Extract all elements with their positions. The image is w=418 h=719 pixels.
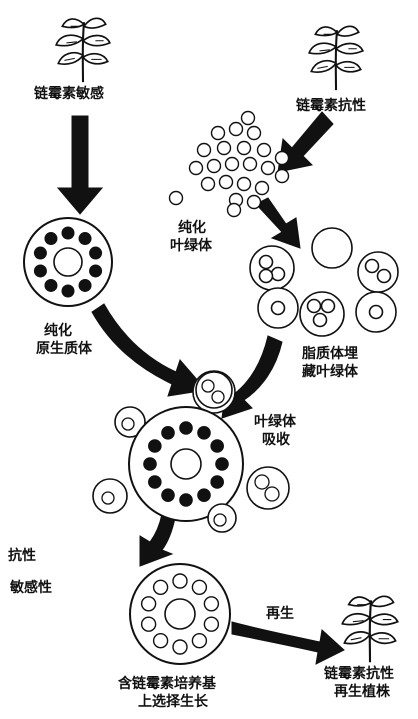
sensitive-chloroplast-icon (148, 439, 162, 453)
sensitive-chloroplast-icon (161, 488, 175, 502)
chloroplast-icon (242, 156, 258, 172)
chloroplast-icon (258, 268, 274, 284)
fusion-protoplast-icon (92, 371, 290, 533)
resistant-chloroplast-icon (203, 616, 220, 632)
chloroplast-icon (270, 266, 286, 282)
chloroplast-icon (224, 156, 240, 172)
label-selection-2: 上选择生长 (138, 694, 208, 710)
chloroplast-icon (210, 125, 226, 141)
label-purified-chloroplast-2: 叶绿体 (170, 238, 212, 254)
resistant-chloroplast-icon (172, 573, 188, 589)
resistant-chloroplast-icon (191, 579, 208, 596)
chloroplast-icon (240, 110, 256, 126)
resistant-chloroplast-icon (140, 616, 157, 632)
chloroplast-icon (216, 140, 232, 156)
label-result-1: 链霉素抗性 (324, 666, 394, 682)
chloroplast-icon (218, 174, 234, 190)
chloroplast-icon (236, 176, 252, 192)
chloroplast-icon (364, 258, 380, 274)
chloroplast-icon (200, 176, 216, 192)
chloroplast-icon (368, 304, 384, 320)
label-absorb-1: 叶绿体 (254, 414, 296, 430)
resistant-chloroplast-icon (140, 596, 157, 612)
regenerated-plant-icon (341, 595, 399, 664)
chloroplast-icon (270, 300, 286, 316)
resistant-chloroplast-icon (152, 579, 169, 596)
chloroplast-icon (274, 168, 290, 184)
legend-resistant: 抗性 (8, 548, 36, 564)
sensitive-chloroplast-icon (33, 246, 47, 260)
sensitive-chloroplast-icon (61, 226, 75, 240)
sensitive-chloroplast-icon (78, 232, 92, 246)
sensitive-chloroplast-icon (89, 246, 103, 260)
chloroplast-icon (168, 190, 184, 206)
label-result-2: 再生植株 (334, 684, 390, 700)
label-regenerate: 再生 (266, 606, 294, 622)
chloroplast-icon (226, 202, 242, 218)
chloroplast-icon (246, 125, 262, 141)
chloroplast-icon (256, 142, 272, 158)
chloroplast-icon (258, 254, 274, 270)
resistant-chloroplast-icon (203, 596, 220, 612)
arrow-fusion-to-selection-icon (139, 513, 176, 567)
chloroplast-icon (206, 158, 222, 174)
sensitive-chloroplast-icon (179, 421, 193, 435)
liposome-icon (249, 245, 295, 291)
chloroplast-icon (254, 180, 270, 196)
sensitive-chloroplast-icon (44, 232, 58, 246)
chloroplast-icon (260, 160, 276, 176)
sensitive-chloroplast-icon (33, 264, 47, 278)
resistant-chloroplast-icon (172, 639, 188, 655)
chloroplast-icon (236, 140, 252, 156)
chloroplast-icon (306, 298, 322, 314)
label-liposome-1: 脂质体埋 (302, 346, 358, 362)
chloroplast-icon (320, 298, 336, 314)
sensitive-chloroplast-icon (215, 457, 229, 471)
sensitive-chloroplast-icon (197, 426, 211, 440)
resistant-chloroplast-icon (152, 632, 169, 649)
label-purified-protoplast-1: 纯化 (44, 323, 72, 339)
sensitive-chloroplast-icon (78, 278, 92, 292)
arrow-chloroplast-to-liposome-icon (255, 197, 301, 249)
arrow-liposome-to-fusion-icon (221, 335, 283, 419)
resistant-plant-icon (308, 25, 364, 92)
sensitive-chloroplast-icon (197, 488, 211, 502)
chloroplast-icon (188, 160, 204, 176)
arrow-protoplast-to-fusion-icon (91, 303, 207, 397)
purified-protoplast-icon (23, 217, 113, 307)
sensitive-chloroplast-icon (143, 457, 157, 471)
sensitive-chloroplast-icon (89, 264, 103, 278)
arrow-selection-to-plant-icon (231, 621, 345, 665)
chloroplast-icon (376, 268, 392, 284)
label-selection-1: 含链霉素培养基 (118, 676, 216, 692)
sensitive-chloroplast-icon (61, 284, 75, 298)
chloroplast-icon (246, 194, 262, 210)
sensitive-chloroplast-icon (148, 475, 162, 489)
arrow-plant-to-protoplast-icon (56, 115, 104, 215)
arrows (56, 111, 345, 665)
chloroplast-icon (312, 312, 328, 328)
sensitive-chloroplast-icon (161, 426, 175, 440)
label-absorb-2: 吸收 (262, 432, 290, 448)
arrow-plant-to-chloroplast-icon (277, 111, 334, 173)
label-purified-chloroplast-1: 纯化 (178, 220, 206, 236)
label-resistant-plant: 链霉素抗性 (296, 98, 366, 114)
sensitive-chloroplast-icon (210, 475, 224, 489)
chloroplast-icon (196, 142, 212, 158)
sensitive-chloroplast-icon (44, 278, 58, 292)
sensitive-chloroplast-icon (179, 493, 193, 507)
label-sensitive-plant: 链霉素敏感 (34, 86, 104, 102)
legend-sensitive: 敏感性 (10, 580, 52, 596)
label-purified-protoplast-2: 原生质体 (36, 341, 92, 357)
purified-chloroplasts (168, 110, 290, 218)
chloroplast-icon (274, 150, 290, 166)
sensitive-chloroplast-icon (210, 439, 224, 453)
selected-protoplast-icon (129, 563, 231, 665)
label-liposome-2: 藏叶绿体 (302, 364, 358, 380)
resistant-chloroplast-icon (191, 632, 208, 649)
chloroplast-icon (228, 121, 244, 137)
liposome-icon (311, 227, 353, 269)
sensitive-plant-icon (55, 17, 111, 84)
